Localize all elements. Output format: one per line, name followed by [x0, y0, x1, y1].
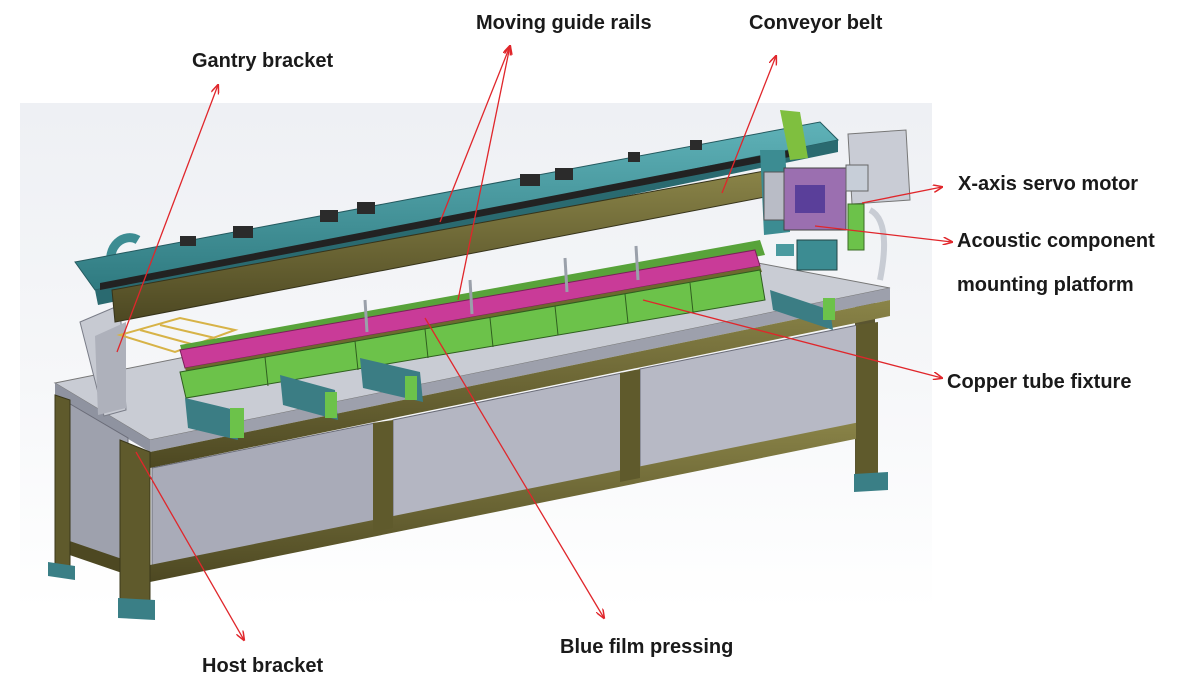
label-copper-tube-fixture: Copper tube fixture [947, 371, 1132, 393]
arrow-copper-tube-fixture [642, 299, 942, 378]
callout-arrows [116, 46, 952, 640]
gantry-bracket [74, 121, 911, 417]
arrow-acoustic-platform [814, 225, 952, 242]
label-moving-guide-rails: Moving guide rails [476, 12, 652, 34]
label-conveyor-belt: Conveyor belt [749, 12, 883, 34]
label-gantry-bracket: Gantry bracket [192, 50, 334, 72]
servo-motor-assembly [760, 110, 887, 281]
arrow-guide-rails-2 [457, 46, 510, 301]
label-blue-film-pressing: Blue film pressing [560, 636, 734, 658]
arrow-conveyor-belt [721, 56, 776, 194]
label-host-bracket: Host bracket [202, 655, 324, 677]
label-x-axis-servo-motor: X-axis servo motor [958, 173, 1139, 195]
arrow-blue-film-pressing [424, 317, 604, 618]
copper-tube-fixture [116, 240, 835, 440]
arrow-servo-motor [861, 187, 942, 204]
label-acoustic-component: Acoustic component [957, 230, 1155, 252]
arrow-gantry-bracket [116, 85, 218, 353]
arrow-host-bracket [135, 451, 244, 640]
arrow-guide-rails-1 [439, 46, 510, 223]
label-mounting-platform: mounting platform [957, 274, 1134, 296]
